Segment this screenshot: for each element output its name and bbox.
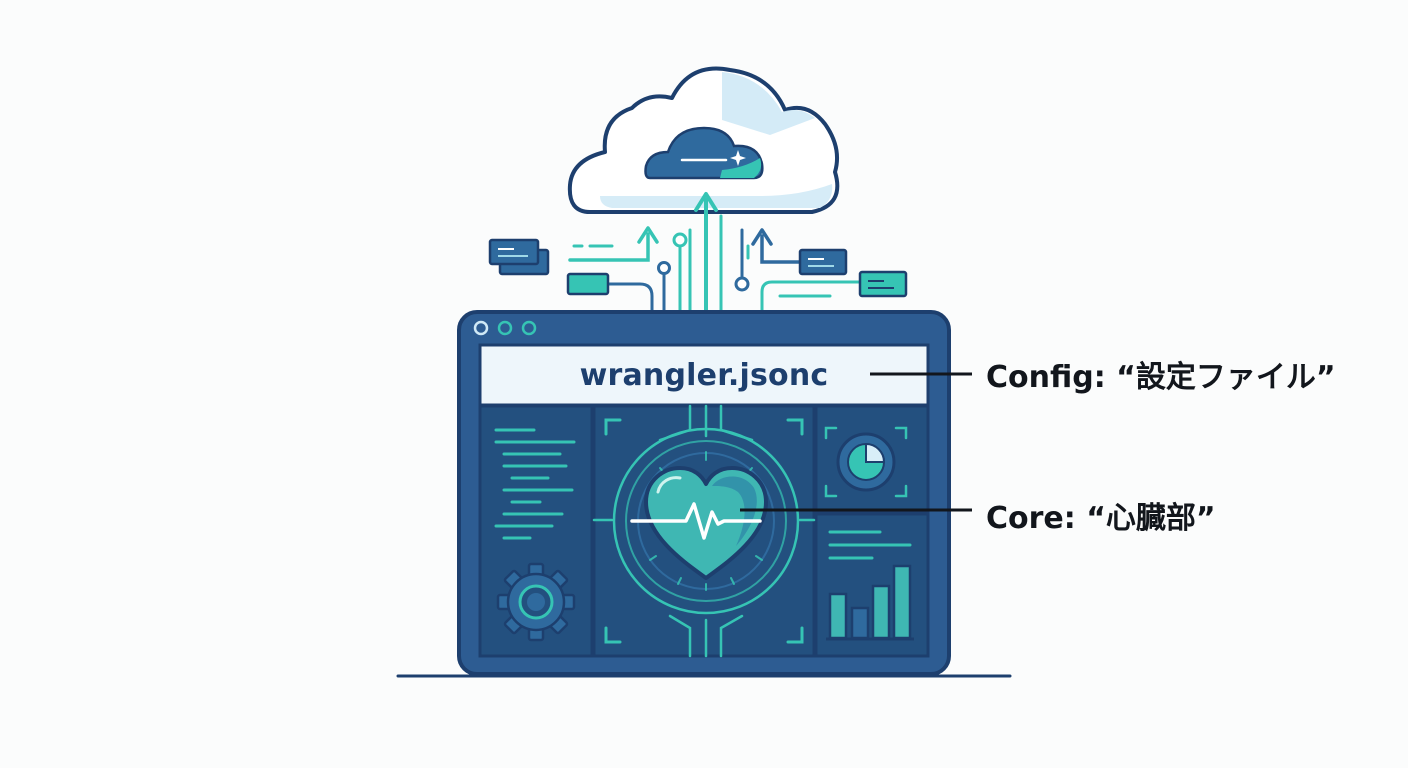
config-callout-label: Config: “設定ファイル” <box>986 360 1336 395</box>
window-dots-icon <box>473 320 537 336</box>
core-callout-label: Core: “心臓部” <box>986 501 1216 536</box>
pie-chart-icon <box>824 426 908 498</box>
config-filename: wrangler.jsonc <box>579 357 829 393</box>
cloud-icon <box>567 66 840 214</box>
heart-pulse-icon <box>630 451 768 591</box>
code-lines <box>494 428 576 540</box>
connector-nodes <box>657 232 750 292</box>
bar-chart-icon <box>826 564 914 641</box>
data-tags <box>488 238 908 298</box>
stats-lines <box>828 530 912 560</box>
core-panel-art <box>592 404 816 658</box>
gear-icon <box>496 562 576 642</box>
